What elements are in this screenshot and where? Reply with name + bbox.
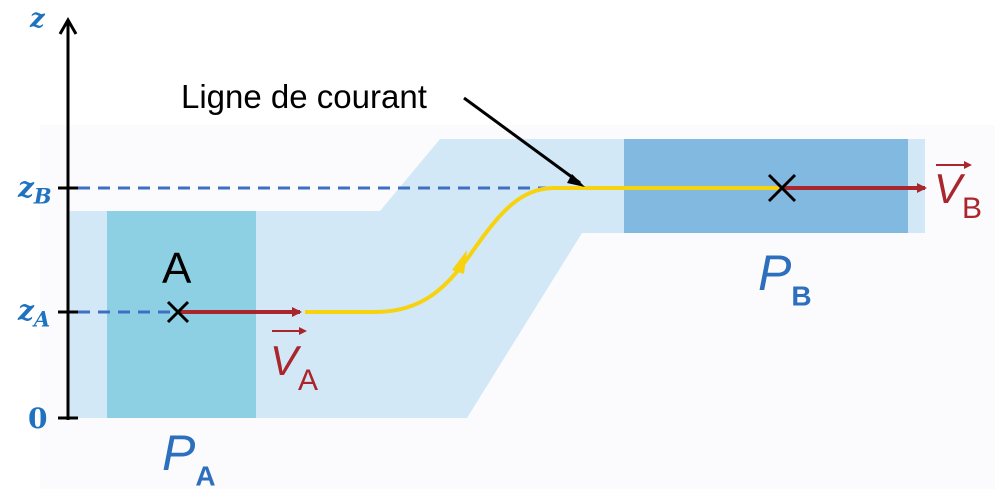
point-b-marker [767, 173, 797, 203]
pressure-b-label: PB [758, 245, 812, 312]
streamline-direction-arrow [452, 250, 467, 274]
z-axis-label: z [30, 4, 45, 34]
vector-b-overbar [964, 161, 972, 169]
z-axis-arrowhead [58, 16, 78, 35]
streamline-annotation: Ligne de courant [181, 78, 427, 115]
velocity-a-label: VA [270, 337, 319, 397]
pressure-a-label: PA [162, 425, 216, 489]
za-label: zA [18, 294, 51, 332]
annotation-arrow [463, 96, 581, 185]
streamline [305, 186, 780, 314]
point-a-marker [166, 300, 190, 324]
vector-a-overbar [299, 327, 307, 335]
point-a-label: A [162, 244, 192, 293]
zero-label: 0 [28, 402, 48, 435]
zb-label: zB [18, 171, 52, 209]
velocity-b-label: VB [934, 165, 983, 225]
